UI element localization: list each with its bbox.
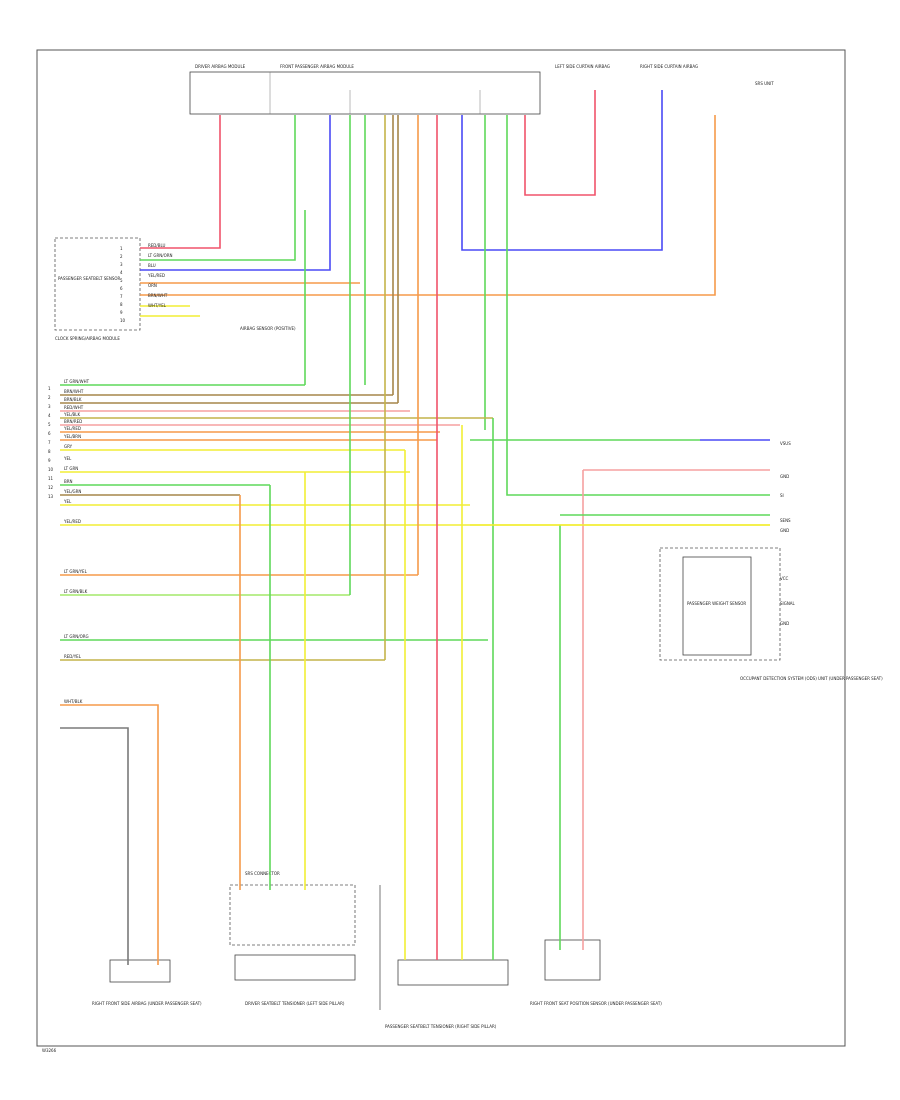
sensor-terminal-3: 3	[120, 262, 123, 267]
sensor-terminal-8: 8	[120, 302, 123, 307]
footer-code: W3266	[42, 1048, 57, 1053]
sensor-wire-label-5: ORN	[148, 283, 157, 288]
left-wire-label-19: RED/YEL	[64, 654, 82, 659]
left-wire-label-7: YEL/RED	[63, 426, 81, 431]
left-terminal-1: 1	[48, 386, 51, 391]
ods-pin-4: GND	[780, 528, 789, 533]
sensor-terminal-4: 4	[120, 270, 123, 275]
wire-sensor-3	[140, 115, 331, 271]
ods-pin-1: GND	[780, 474, 789, 479]
wire-top-red-loop	[524, 90, 596, 196]
occupant-sensor-box	[54, 237, 141, 331]
top-connector-label-4: RIGHT SIDE CURTAIN AIRBAG	[640, 64, 698, 69]
left-wire-label-9: GRY	[64, 444, 73, 449]
sensor-wire-label-7: WHT/YEL	[148, 303, 167, 308]
left-wire-label-13: YEL/GRN	[63, 489, 81, 494]
sensor-terminal-6: 6	[120, 286, 123, 291]
top-connector-block	[189, 71, 541, 115]
sensor-terminal-1: 1	[120, 246, 123, 251]
left-terminal-12: 12	[48, 485, 54, 490]
wire-down-2	[60, 727, 129, 965]
left-wire-label-15: YEL/RED	[63, 519, 81, 524]
left-terminal-13: 13	[48, 494, 54, 499]
occupant-sensor-assembly: CLOCK SPRING/AIRBAG MODULE	[55, 336, 120, 341]
wire-sensor-2	[140, 115, 296, 261]
ods-module-caption: OCCUPANT DETECTION SYSTEM (ODS) UNIT (UN…	[740, 676, 883, 681]
left-terminal-8: 8	[48, 449, 51, 454]
wire-group	[60, 90, 770, 965]
left-terminal-9: 9	[48, 458, 51, 463]
ods-module-box	[682, 556, 752, 656]
left-wire-label-8: YEL/BRN	[63, 434, 81, 439]
left-wire-label-1: LT GRN/WHT	[64, 379, 90, 384]
left-wire-label-6: BRN/RED	[64, 419, 82, 424]
sensor-wire-label-4: YEL/RED	[147, 273, 165, 278]
bottom-component-3: PASSENGER SEATBELT TENSIONER (RIGHT SIDE…	[385, 1024, 497, 1029]
top-connector-label-3: LEFT SIDE CURTAIN AIRBAG	[555, 64, 610, 69]
left-wire-label-3: BRN/BLK	[64, 397, 82, 402]
ods-output-2: GND	[780, 621, 789, 626]
left-wire-label-14: YEL	[63, 499, 72, 504]
sensor-terminal-5: 5	[120, 278, 123, 283]
left-wire-label-4: RED/WHT	[64, 405, 84, 410]
left-wire-label-20: WHT/BLK	[64, 699, 83, 704]
ods-module-label: PASSENGER WEIGHT SENSOR	[687, 601, 746, 606]
wire-sensor-5	[140, 115, 716, 296]
ods-pin-3: SENS	[780, 518, 791, 523]
left-terminal-10: 10	[48, 467, 54, 472]
left-wire-label-12: BRN	[64, 479, 73, 484]
occupant-sensor-note: AIRBAG SENSOR (POSITIVE)	[240, 326, 296, 331]
wire-top-blue-loop	[461, 90, 663, 251]
left-wire-label-11: LT GRN	[64, 466, 78, 471]
top-connector-label-2: FRONT PASSENGER AIRBAG MODULE	[280, 64, 354, 69]
ods-output-0: VCC	[780, 576, 789, 581]
sensor-wire-label-2: LT GRN/ORN	[148, 253, 173, 258]
sensor-wire-label-6: BRN/WHT	[148, 293, 168, 298]
left-terminal-7: 7	[48, 440, 51, 445]
left-wire-label-17: LT GRN/BLK	[64, 589, 88, 594]
occupant-sensor-label: PASSENGER SEATBELT SENSOR	[58, 276, 121, 281]
left-wire-label-18: LT GRN/ORG	[64, 634, 89, 639]
sensor-terminal-2: 2	[120, 254, 123, 259]
bottom-component-1: RIGHT FRONT SIDE AIRBAG (UNDER PASSENGER…	[92, 1001, 202, 1006]
left-terminal-2: 2	[48, 395, 51, 400]
left-wire-label-2: BRN/WHT	[64, 389, 84, 394]
wire-sensor-1	[140, 115, 221, 249]
left-wire-label-16: LT GRN/YEL	[64, 569, 88, 574]
ods-pin-2: SI	[780, 493, 784, 498]
wire-top-green-b	[506, 115, 770, 496]
srs-connector-label: SRS CONNECTOR	[245, 871, 280, 876]
left-terminal-11: 11	[48, 476, 54, 481]
left-terminal-3: 3	[48, 404, 51, 409]
sensor-terminal-7: 7	[120, 294, 123, 299]
top-connector-label-1: DRIVER AIRBAG MODULE	[195, 64, 246, 69]
wire-down-1	[60, 704, 159, 965]
ods-output-1: SIGNAL	[780, 601, 796, 606]
ods-pin-0: VSUS	[780, 441, 791, 446]
sensor-wire-label-3: BLU	[148, 263, 156, 268]
left-wire-label-5: YEL/BLK	[63, 412, 81, 417]
sensor-wire-label-1: RED/BLU	[148, 243, 166, 248]
left-terminal-4: 4	[48, 413, 51, 418]
top-connector-label-5: SRS UNIT	[755, 81, 774, 86]
wire-label-group: LT GRN/WHT BRN/WHT BRN/BLK RED/WHT YEL/BLK BR…	[48, 243, 173, 704]
sensor-terminal-9: 9	[120, 310, 123, 315]
diagram-frame	[36, 49, 846, 1047]
left-terminal-5: 5	[48, 422, 51, 427]
left-wire-label-10: YEL	[63, 456, 72, 461]
sensor-terminal-10: 10	[120, 318, 126, 323]
bottom-component-2: DRIVER SEATBELT TENSIONER (LEFT SIDE PIL…	[245, 1001, 345, 1006]
left-terminal-6: 6	[48, 431, 51, 436]
bottom-component-4: RIGHT FRONT SEAT POSITION SENSOR (UNDER …	[530, 1001, 662, 1006]
